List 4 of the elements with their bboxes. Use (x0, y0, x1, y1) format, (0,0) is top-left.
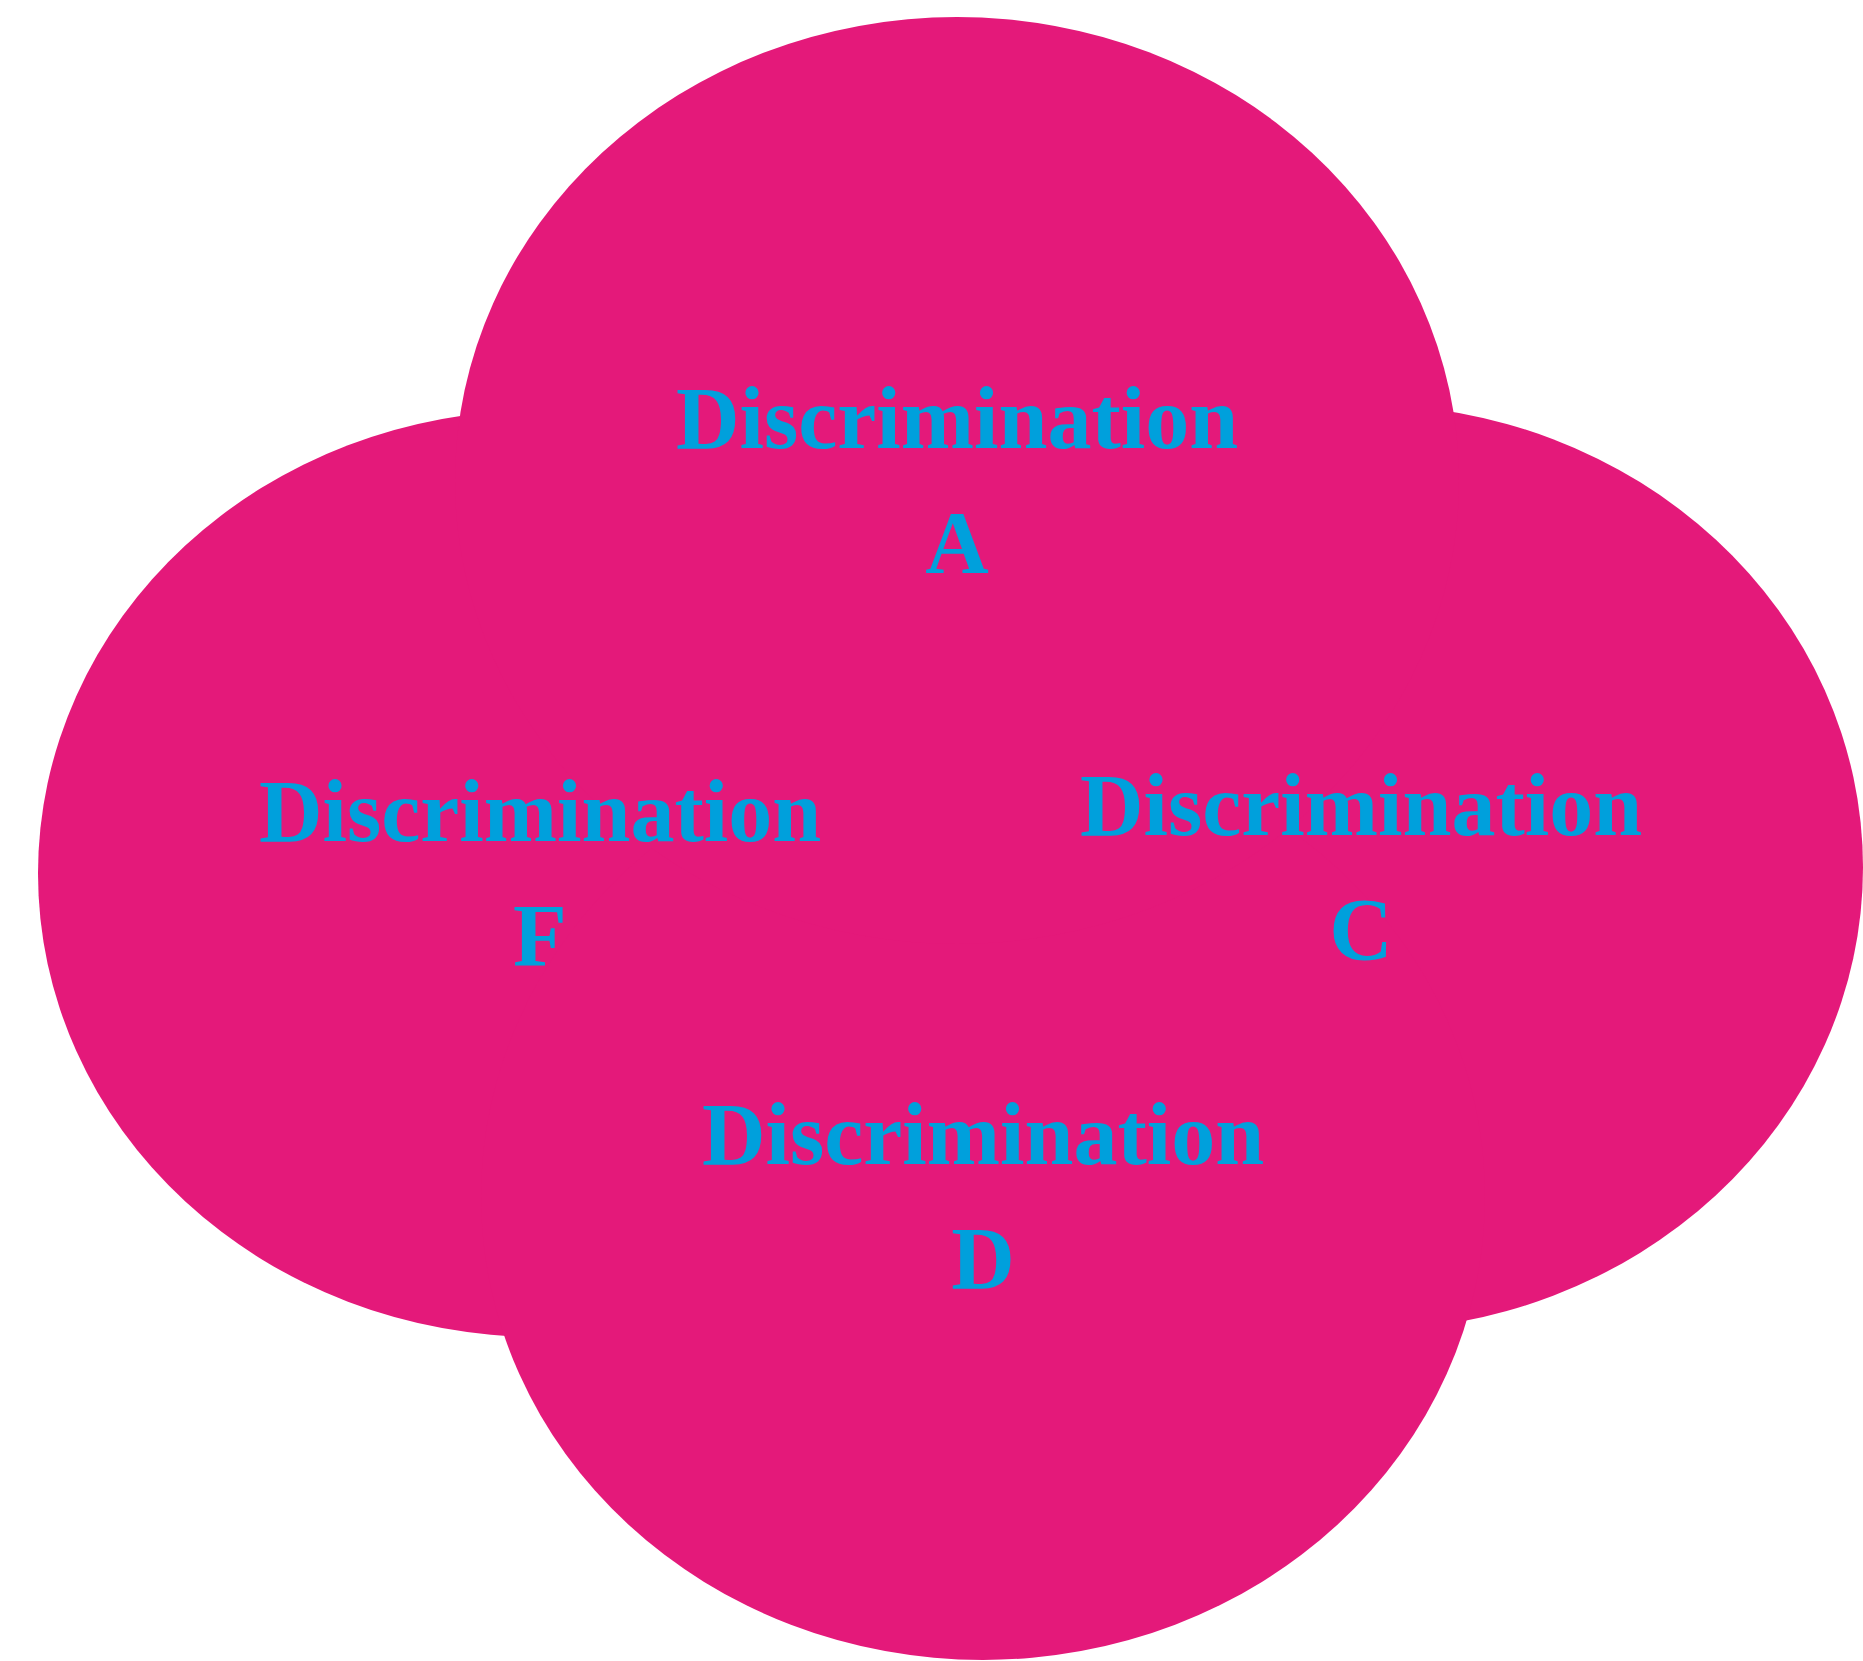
ellipse-label: Discrimination F (258, 750, 822, 997)
ellipse-label: Discrimination C (1079, 744, 1643, 991)
ellipse-label: Discrimination A (675, 357, 1239, 604)
ellipse-label: Discrimination D (701, 1073, 1265, 1320)
